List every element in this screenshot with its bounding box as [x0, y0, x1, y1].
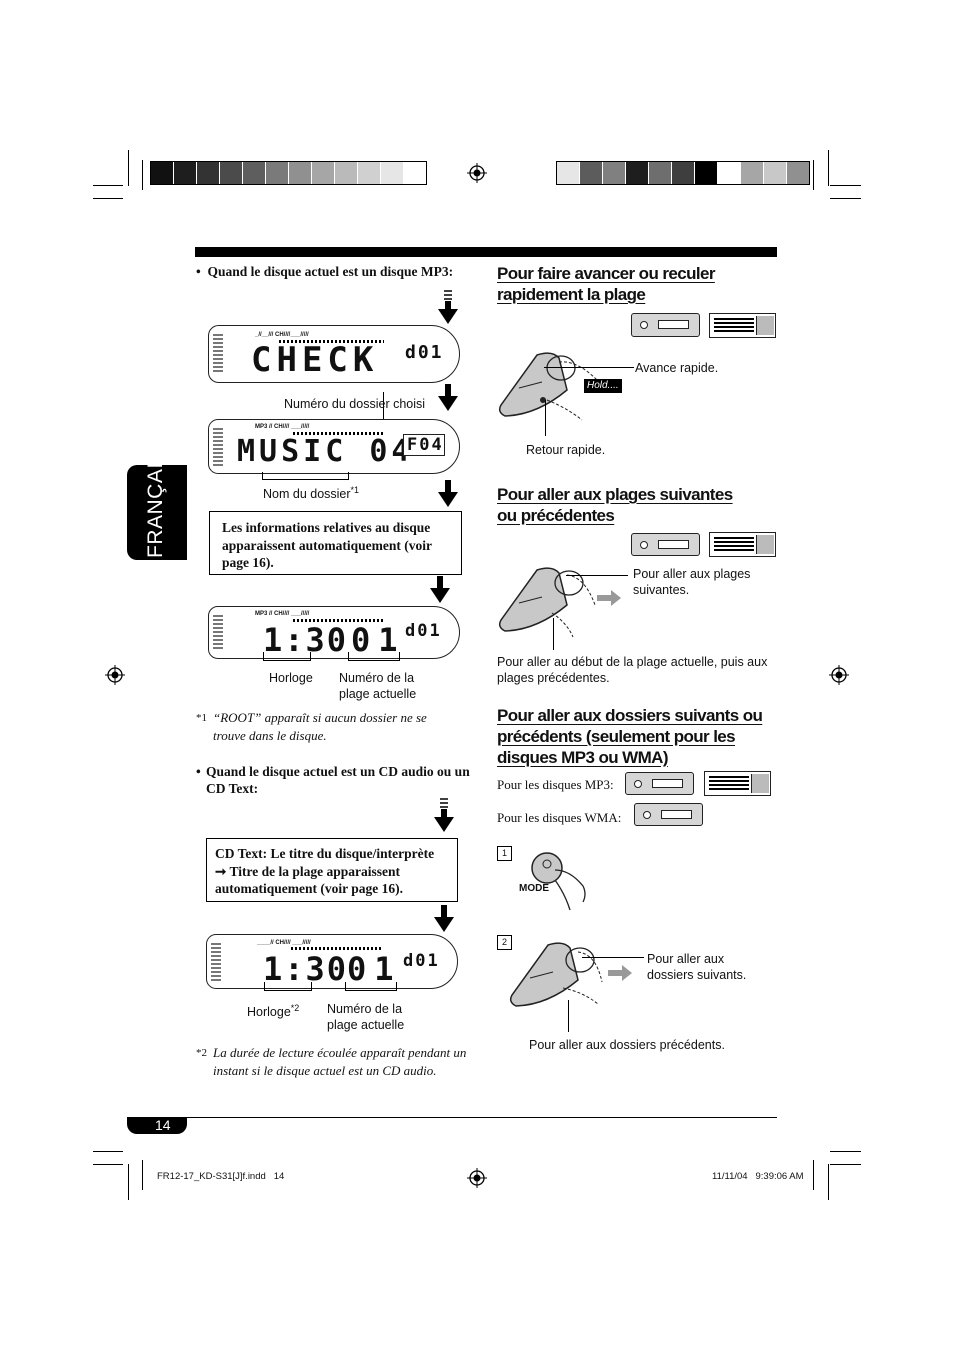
source-button-icon: [634, 803, 703, 826]
label-for-mp3: Pour les disques MP3:: [497, 777, 614, 792]
color-swatch: [557, 162, 580, 184]
label-rewind: Retour rapide.: [526, 443, 606, 457]
label-next-folders: Pour aller aux dossiers suivants.: [647, 952, 747, 982]
step-1-marker: 1: [497, 846, 512, 861]
bottom-rule: [127, 1117, 777, 1118]
lcd-display-check: _//__/// CH////___///// CHECK d01: [208, 325, 460, 383]
label-prev-tracks: Pour aller au début de la plage actuelle…: [497, 655, 768, 685]
label-folder-name: Nom du dossier*1: [263, 485, 360, 502]
lcd-right-text: d01: [405, 621, 442, 641]
display-lines-icon: [704, 771, 771, 796]
lcd-display-clock-mp3: MP3 // CH//// ___///// 1:30 01 d01: [208, 606, 460, 659]
registration-target-icon: [105, 665, 125, 685]
control-knob-icon: [498, 352, 598, 421]
label-track-number-2: Numéro de la plage actuelle: [327, 1002, 405, 1032]
color-swatch: [580, 162, 603, 184]
lcd-display-clock-cd: ____// CH//// ___///// 1:30 01 d01: [206, 934, 458, 989]
label-clock-2: Horloge*2: [247, 1003, 300, 1020]
lcd-main-text: MUSIC 04: [237, 434, 414, 469]
lcd-clock: 1:30: [263, 621, 349, 659]
page-number: [127, 1117, 187, 1134]
arrow-down-icon: [434, 798, 454, 832]
language-tab-label: FRANÇAIS: [144, 447, 167, 558]
heading-next-prev-tracks: Pour aller aux plages suivantes ou précé…: [497, 485, 733, 525]
color-bar-right: [556, 161, 810, 185]
label-for-wma: Pour les disques WMA:: [497, 810, 622, 825]
arrow-down-icon: [438, 480, 458, 507]
info-box-cdtext: CD Text: Le titre du disque/interprète ➞…: [206, 838, 458, 902]
lcd-track: 01: [347, 950, 402, 988]
heading-next-prev-folders: Pour aller aux dossiers suivants ou préc…: [497, 706, 763, 767]
footnote-1: *1 “ROOT” apparaît si aucun dossier ne s…: [196, 710, 427, 743]
source-button-icon: [631, 533, 700, 556]
display-lines-icon: [709, 532, 776, 557]
color-swatch: [404, 162, 426, 184]
registration-target-icon: [467, 163, 487, 183]
page-number-label: 14: [155, 1117, 171, 1133]
lcd-right-text: d01: [405, 342, 444, 363]
date-info: 11/11/04 9:39:06 AM: [712, 1171, 804, 1182]
registration-target-icon: [829, 665, 849, 685]
mp3-bullet: • Quand le disque actuel est un disque M…: [196, 264, 454, 279]
arrow-down-icon: [430, 576, 450, 603]
lcd-main-text: CHECK: [251, 340, 379, 380]
label-folder-number: Numéro du dossier choisi: [284, 397, 426, 411]
lcd-display-music: MP3 // CH//// ___///// MUSIC 04 F04: [208, 419, 460, 474]
color-swatch: [741, 162, 764, 184]
arrow-down-icon: [438, 384, 458, 411]
color-swatch: [787, 162, 809, 184]
color-swatch: [312, 162, 335, 184]
color-bar-left: [150, 161, 427, 185]
mode-label: MODE: [519, 883, 549, 894]
color-swatch: [764, 162, 787, 184]
label-next-tracks: Pour aller aux plages suivantes.: [633, 567, 751, 597]
display-lines-icon: [709, 313, 776, 338]
file-info: FR12-17_KD-S31[J]f.indd 14: [157, 1171, 285, 1182]
lcd-track: 01: [351, 621, 406, 659]
color-swatch: [603, 162, 626, 184]
control-knob-icon: [509, 942, 632, 1007]
color-swatch: [289, 162, 312, 184]
label-fast-forward: Avance rapide.: [635, 361, 719, 375]
color-swatch: [649, 162, 672, 184]
color-swatch: [335, 162, 358, 184]
lcd-right-text: d01: [403, 951, 440, 971]
footnote-2: *2 La durée de lecture écoulée apparaît …: [196, 1045, 467, 1078]
cd-bullet: • Quand le disque actuel est un CD audio…: [196, 764, 470, 796]
label-clock: Horloge: [269, 671, 313, 685]
label-prev-folders: Pour aller aux dossiers précédents.: [529, 1038, 725, 1052]
top-rule: [195, 247, 777, 257]
color-swatch: [243, 162, 266, 184]
arrow-down-icon: [438, 290, 458, 324]
color-swatch: [266, 162, 289, 184]
label-track-number: Numéro de la plage actuelle: [339, 671, 417, 701]
info-box-mp3: Les informations relatives au disque app…: [209, 511, 462, 575]
color-swatch: [381, 162, 404, 184]
color-swatch: [626, 162, 649, 184]
color-swatch: [358, 162, 381, 184]
color-swatch: [174, 162, 197, 184]
registration-target-icon: [467, 1168, 487, 1188]
color-swatch: [151, 162, 174, 184]
heading-fast-forward: Pour faire avancer ou reculer rapidement…: [497, 264, 715, 304]
lcd-right-text: F04: [407, 435, 444, 455]
lcd-indicators: _//__/// CH////___/////: [255, 332, 309, 338]
step-2-marker: 2: [497, 935, 512, 950]
language-tab: [127, 465, 187, 560]
color-swatch: [695, 162, 718, 184]
color-swatch: [220, 162, 243, 184]
control-knob-icon: [498, 567, 621, 638]
color-swatch: [197, 162, 220, 184]
hold-label: Hold....: [584, 379, 622, 393]
arrow-down-icon: [434, 905, 454, 932]
source-button-icon: [631, 313, 700, 337]
source-button-icon: [625, 772, 694, 795]
color-swatch: [718, 162, 741, 184]
color-swatch: [672, 162, 695, 184]
mode-button-icon: [531, 852, 586, 911]
lcd-clock: 1:30: [263, 950, 349, 988]
